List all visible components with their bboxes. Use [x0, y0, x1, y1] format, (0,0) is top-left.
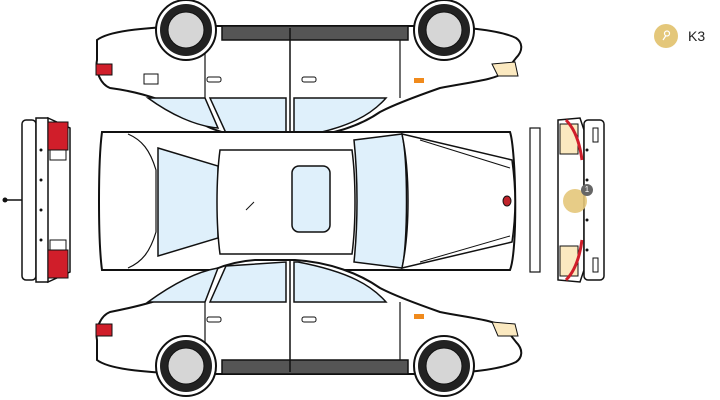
damage-legend[interactable]: K3 — [654, 24, 705, 48]
legend-label: K3 — [688, 28, 706, 44]
car-front-light-top — [559, 123, 579, 155]
car-right-head-light — [491, 321, 519, 337]
car-top-windshield — [353, 133, 408, 269]
car-left-head-light — [491, 61, 519, 77]
car-left-wheel-rear — [155, 0, 217, 61]
car-left-side-view — [95, 0, 523, 139]
car-left-window-rear — [145, 97, 220, 129]
car-right-wheel-front — [413, 335, 475, 397]
car-top-view — [98, 131, 517, 271]
car-right-window-middle — [208, 261, 287, 303]
damage-marker[interactable]: 1 — [563, 184, 593, 213]
car-front-light-bottom — [559, 245, 579, 277]
car-top-emblem — [502, 195, 512, 207]
car-rear-antenna — [2, 197, 8, 203]
car-right-window-front — [293, 261, 388, 303]
car-right-tail-light — [95, 323, 113, 337]
car-top-roof — [216, 149, 356, 255]
car-rear-tail-light-top — [47, 121, 69, 151]
car-top-rear-window — [157, 146, 219, 258]
car-right-window-rear — [145, 267, 220, 303]
car-left-tail-light — [95, 63, 113, 76]
car-top-hood — [401, 132, 516, 270]
damage-marker-number: 1 — [581, 184, 593, 196]
car-rear-view — [2, 116, 71, 284]
car-left-rocker — [221, 25, 409, 41]
car-top-sunroof — [291, 165, 331, 233]
car-right-wheel-rear — [155, 335, 217, 397]
car-right-rocker — [221, 359, 409, 375]
car-right-side-view — [95, 259, 523, 397]
car-left-wheel-front — [413, 0, 475, 61]
key-icon — [654, 24, 678, 48]
car-rear-tail-light-bottom — [47, 249, 69, 279]
